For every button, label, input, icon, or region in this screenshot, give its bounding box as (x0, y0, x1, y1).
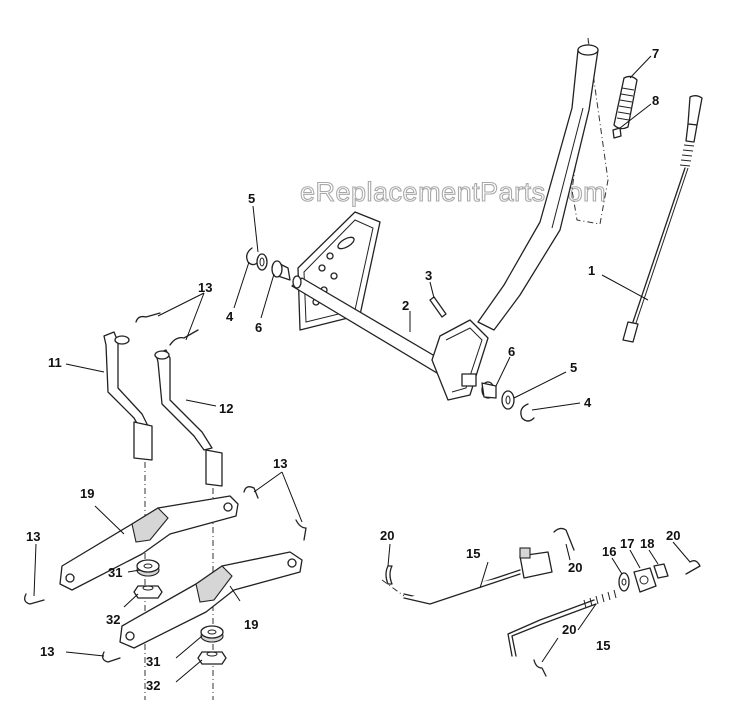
callout-4-right: 4 (584, 395, 592, 410)
part-13-hairpin-clip-left[interactable] (24, 593, 45, 605)
part-11-lift-link[interactable] (103, 331, 153, 461)
callout-20-bottom: 20 (562, 622, 576, 637)
callout-6-left: 6 (255, 320, 262, 335)
callout-4-left: 4 (226, 309, 234, 324)
part-32-nut-lower[interactable] (197, 651, 227, 665)
part-15-rod-upper[interactable] (381, 547, 553, 605)
callout-13-bottom: 13 (40, 644, 54, 659)
callout-7: 7 (652, 46, 659, 61)
part-17-trunnion[interactable] (633, 567, 657, 593)
callout-31-lower: 31 (146, 654, 160, 669)
callout-20-left: 20 (380, 528, 394, 543)
callout-32-upper: 32 (106, 612, 120, 627)
callout-31-upper: 31 (108, 565, 122, 580)
part-8-button[interactable] (612, 127, 622, 139)
part-6-bushing-right[interactable] (481, 381, 497, 399)
part-20-cotter-pin-right[interactable] (685, 560, 701, 575)
callout-20-right: 20 (666, 528, 680, 543)
part-4-retaining-ring-right[interactable] (520, 403, 535, 422)
callout-13-middle: 13 (273, 456, 287, 471)
part-16-washer[interactable] (618, 572, 630, 592)
part-20-cotter-pin-left[interactable] (385, 565, 393, 585)
callout-17: 17 (620, 536, 634, 551)
callout-19-upper: 19 (80, 486, 94, 501)
callout-5-right: 5 (570, 360, 577, 375)
part-5-washer-left[interactable] (256, 253, 268, 271)
callout-8: 8 (652, 93, 659, 108)
callout-1: 1 (588, 263, 595, 278)
callout-15-lower: 15 (596, 638, 610, 653)
part-15-rod-lower[interactable] (507, 589, 617, 657)
part-32-nut-upper[interactable] (133, 585, 163, 599)
part-20-cotter-pin-top[interactable] (553, 527, 575, 551)
part-3-clevis-pin[interactable] (429, 296, 447, 318)
part-13-hairpin-clip-top[interactable] (135, 312, 199, 346)
part-2-lift-shaft[interactable] (291, 211, 489, 401)
callout-labels: 7 8 1 2 3 5 4 6 6 5 4 13 11 12 13 19 13 … (26, 46, 680, 693)
leader-lines (33, 55, 691, 683)
part-19-lift-arm-upper[interactable] (59, 495, 239, 591)
callout-32-lower: 32 (146, 678, 160, 693)
callout-19-lower: 19 (244, 617, 258, 632)
callout-15-upper: 15 (466, 546, 480, 561)
part-1-lift-rod[interactable] (622, 95, 703, 343)
lift-lever-arm[interactable] (477, 44, 599, 331)
part-7-handle-grip[interactable] (613, 75, 638, 130)
callout-18: 18 (640, 536, 654, 551)
callout-5-left: 5 (248, 191, 255, 206)
part-13-hairpin-clip-middle[interactable] (243, 486, 307, 541)
callout-20-top: 20 (568, 560, 582, 575)
callout-13-top: 13 (198, 280, 212, 295)
part-13-hairpin-clip-bottom[interactable] (102, 651, 121, 663)
callout-6-right: 6 (508, 344, 515, 359)
callout-12: 12 (219, 401, 233, 416)
callout-11: 11 (48, 355, 62, 370)
part-31-spacer-upper[interactable] (136, 559, 160, 577)
callout-3: 3 (425, 268, 432, 283)
callout-16: 16 (602, 544, 616, 559)
part-20-cotter-pin-bottom[interactable] (533, 659, 547, 677)
callout-2: 2 (402, 298, 409, 313)
part-18-nut[interactable] (653, 563, 669, 579)
callout-13-left: 13 (26, 529, 40, 544)
part-5-washer-right[interactable] (501, 390, 515, 410)
part-6-bushing-left[interactable] (271, 260, 291, 281)
part-19-lift-arm-lower[interactable] (119, 551, 303, 649)
part-31-spacer-lower[interactable] (200, 625, 224, 643)
part-12-lift-link[interactable] (154, 349, 223, 487)
